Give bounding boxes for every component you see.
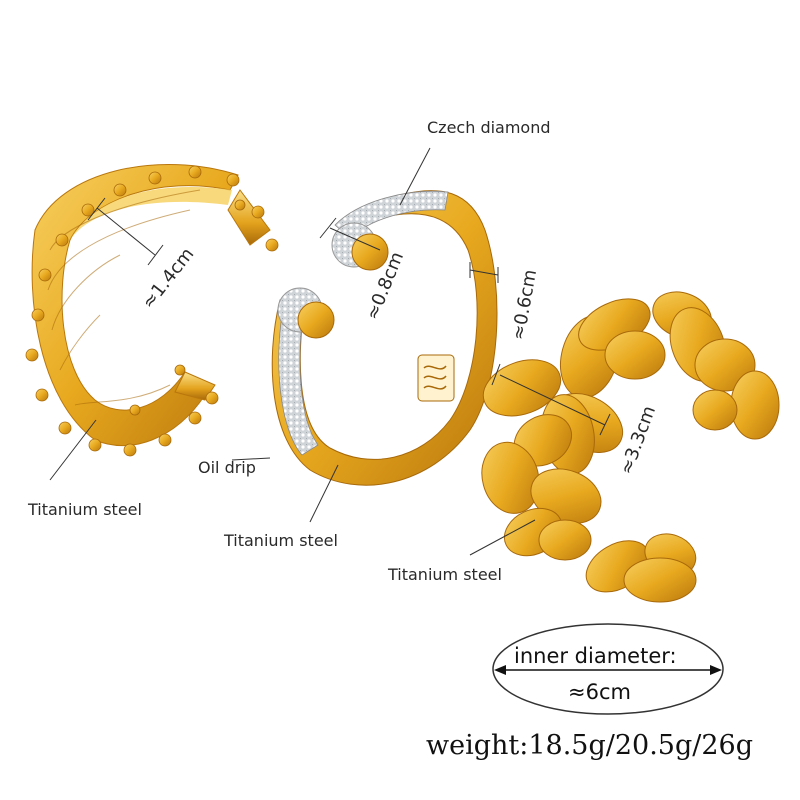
right-flower-cuff (481, 291, 780, 603)
weight-text: weight:18.5g/20.5g/26g (426, 730, 753, 761)
inner-diameter-title: inner diameter: (514, 644, 677, 668)
titanium-steel-right-label: Titanium steel (388, 565, 502, 584)
czech-diamond-label: Czech diamond (427, 118, 551, 137)
inner-diameter-value: ≈6cm (568, 680, 631, 704)
inner-diameter-diagram (492, 623, 724, 715)
titanium-steel-center-label: Titanium steel (224, 531, 338, 550)
titanium-steel-left-label: Titanium steel (28, 500, 142, 519)
center-crystal-bangle (271, 190, 498, 486)
left-beaded-cuff (25, 164, 279, 457)
oil-drip-label: Oil drip (198, 458, 256, 477)
leader-lines (49, 147, 611, 556)
